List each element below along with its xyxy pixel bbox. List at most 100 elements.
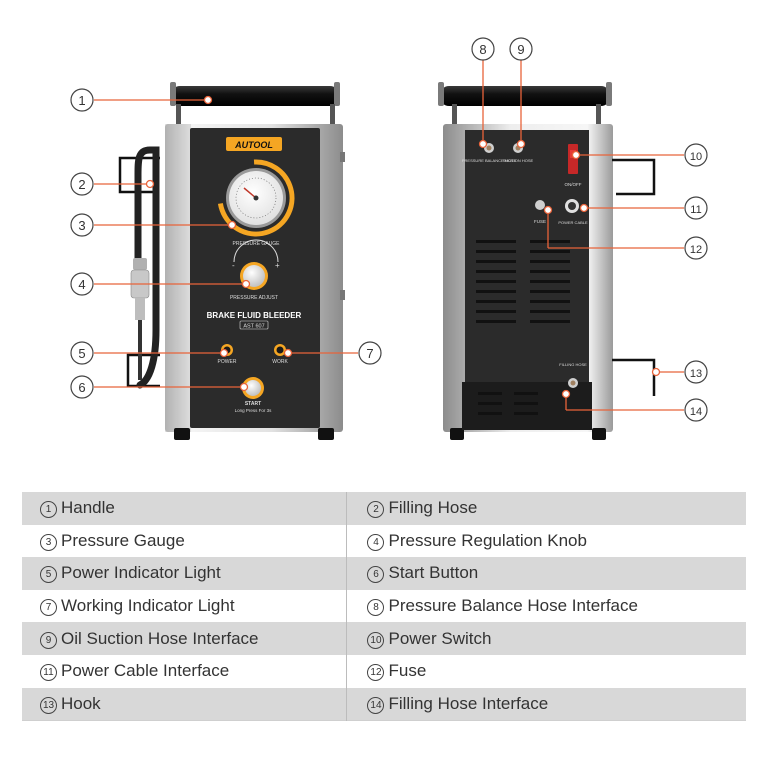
svg-text:12: 12 [690, 244, 702, 256]
product-name: BRAKE FLUID BLEEDER [207, 311, 302, 320]
callout-8: 8 [471, 37, 495, 61]
legend-label: Handle [61, 498, 115, 518]
legend-num: 14 [367, 696, 385, 714]
brand-text: AUTOOL [234, 140, 273, 150]
front-unit: AUTOOL PRESSURE GAUGE - + PRESSURE ADJUS… [118, 82, 345, 440]
legend-num: 3 [40, 533, 57, 551]
callout-13: 13 [684, 360, 708, 384]
svg-text:2: 2 [78, 177, 85, 192]
svg-text:3: 3 [78, 218, 85, 233]
svg-text:8: 8 [479, 42, 486, 57]
callout-7: 7 [358, 341, 382, 365]
callout-1: 1 [70, 88, 94, 112]
svg-text:ON/OFF: ON/OFF [565, 182, 582, 187]
legend-label: Working Indicator Light [61, 596, 235, 616]
legend-num: 10 [367, 631, 385, 649]
back-hook-upper [612, 158, 656, 196]
legend-label: Oil Suction Hose Interface [61, 628, 259, 648]
svg-text:7: 7 [366, 346, 373, 361]
callout-6: 6 [70, 375, 94, 399]
svg-text:6: 6 [78, 380, 85, 395]
svg-text:FILLING HOSE: FILLING HOSE [559, 362, 587, 367]
callout-3: 3 [70, 213, 94, 237]
svg-text:PRESSURE BALANCE HOSE: PRESSURE BALANCE HOSE [462, 158, 517, 163]
legend-label: Pressure Balance Hose Interface [388, 596, 638, 616]
legend-num: 13 [40, 696, 57, 714]
work-label: WORK [272, 359, 288, 365]
back-hook-lower [612, 358, 656, 396]
callout-2: 2 [70, 172, 94, 196]
svg-text:9: 9 [517, 42, 524, 57]
legend-num: 12 [367, 664, 385, 682]
start-label: START [245, 401, 261, 407]
legend-label: Power Cable Interface [61, 661, 230, 681]
product-diagram: AUTOOL PRESSURE GAUGE - + PRESSURE ADJUS… [70, 37, 708, 440]
legend-num: 11 [40, 664, 57, 682]
svg-text:POWER CABLE: POWER CABLE [558, 220, 588, 225]
svg-text:-: - [232, 261, 235, 270]
filling-hose [134, 146, 160, 389]
callout-14: 14 [684, 398, 708, 422]
svg-text:5: 5 [78, 346, 85, 361]
legend-label: Fuse [388, 661, 427, 681]
back-unit: PRESSURE BALANCE HOSE SUCTION HOSE ON/OF… [438, 82, 656, 440]
callout-10: 10 [684, 143, 708, 167]
handle [171, 86, 339, 106]
callout-9: 9 [509, 37, 533, 61]
svg-text:+: + [275, 261, 280, 270]
legend-num: 9 [40, 631, 57, 649]
svg-text:FUSE: FUSE [534, 219, 546, 224]
legend-label: Power Switch [388, 628, 492, 648]
svg-text:SUCTION HOSE: SUCTION HOSE [503, 158, 534, 163]
legend-label: Pressure Regulation Knob [388, 530, 587, 550]
legend-num: 4 [367, 533, 385, 551]
power-label: POWER [218, 359, 237, 365]
callout-lines [94, 60, 684, 411]
svg-text:14: 14 [690, 406, 702, 418]
legend-num: 2 [367, 501, 385, 519]
svg-text:1: 1 [78, 93, 85, 108]
callout-11: 11 [684, 196, 708, 220]
legend-label: Power Indicator Light [61, 563, 221, 583]
svg-text:11: 11 [690, 204, 701, 216]
legend-label: Hook [61, 693, 101, 713]
legend-num: 5 [40, 566, 57, 584]
callout-numbers: 1 2 3 4 5 6 7 8 9 10 11 12 13 14 [70, 37, 708, 422]
back-handle [440, 86, 610, 106]
legend-num: 1 [40, 501, 57, 519]
callout-5: 5 [70, 341, 94, 365]
svg-text:4: 4 [78, 277, 85, 292]
legend-label: Filling Hose [388, 498, 478, 518]
legend-label: Start Button [388, 563, 479, 583]
legend-num: 8 [367, 599, 385, 617]
brand-logo [226, 137, 282, 151]
legend-label: Filling Hose Interface [388, 693, 549, 713]
legend-num: 7 [40, 599, 57, 617]
vent-grille [476, 240, 570, 415]
svg-text:10: 10 [690, 151, 702, 163]
svg-text:13: 13 [690, 368, 702, 380]
adjust-label: PRESSURE ADJUST [230, 295, 278, 301]
legend-num: 6 [367, 566, 385, 584]
legend-label: Pressure Gauge [61, 530, 185, 550]
